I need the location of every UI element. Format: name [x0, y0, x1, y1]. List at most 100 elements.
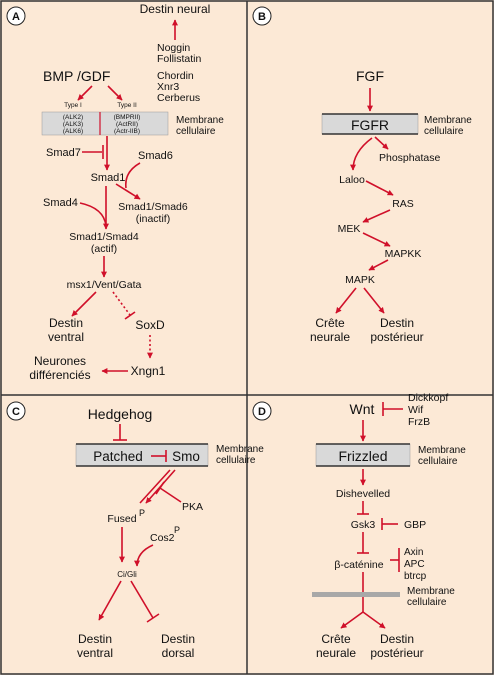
arrow-smad1-to-smad1-smad6 — [115, 183, 141, 200]
posterieur-d-1: Destin — [380, 632, 414, 646]
crete-d-1: Crête — [321, 632, 351, 646]
destin-ventral-a-2: ventral — [48, 330, 84, 344]
posterieur-b-1: Destin — [380, 316, 414, 330]
arrow-to-mapk — [368, 259, 389, 271]
receptor-actrii: (ActRII) — [116, 121, 138, 128]
inhibitor-cerberus: Cerberus — [157, 92, 200, 104]
wnt-inhibitor-wif: Wif — [408, 404, 423, 416]
posterieur-b-2: postérieur — [370, 330, 423, 344]
membrane-d2-label-1: Membrane — [407, 586, 455, 597]
gbp-label: GBP — [404, 519, 426, 531]
beta-catenine-label: β-caténine — [334, 559, 383, 571]
fgf-label: FGF — [356, 68, 384, 84]
panel-c-letter: C — [12, 406, 20, 418]
receptor-alk6: (ALK6) — [63, 128, 83, 135]
type1-label: Type I — [64, 102, 82, 109]
membrane-d-label-1: Membrane — [418, 445, 466, 456]
membrane-d2-label-2: cellulaire — [407, 597, 447, 608]
smo-label: Smo — [172, 449, 200, 464]
arrow-smo-to-fused-2 — [139, 469, 171, 504]
wnt-inhibitor-dickkopf: Dickkopf — [408, 392, 448, 404]
arrow-to-type2 — [107, 85, 123, 101]
smad1-smad6-label: Smad1/Smad6 — [118, 201, 188, 213]
membrane-d-label-2: cellulaire — [418, 456, 458, 467]
smad1-label: Smad1 — [91, 172, 126, 184]
smad6-binding-arc — [124, 162, 141, 189]
inhibitor-chordin: Chordin — [157, 70, 194, 82]
membrane-a-label-2: cellulaire — [176, 126, 216, 137]
arrow-to-crete-d — [340, 611, 364, 629]
receptor-alk3: (ALK3) — [63, 121, 83, 128]
bmp-inhibitors-list: Noggin Follistatin Chordin Xnr3 Cerberus — [157, 42, 202, 104]
panel-d-letter: D — [258, 406, 266, 418]
patched-label: Patched — [93, 449, 143, 464]
membrane-b-label-2: cellulaire — [424, 126, 464, 137]
panel-c-hedgehog: C Hedgehog Patched Smo Membrane cellulai… — [6, 401, 264, 660]
destin-neural-label: Destin neural — [140, 2, 211, 16]
cigli-label: Ci/Gli — [117, 570, 137, 579]
membrane-c-label-1: Membrane — [216, 444, 264, 455]
pka-label: PKA — [182, 501, 203, 513]
membrane-a-label-1: Membrane — [176, 115, 224, 126]
panel-b-letter: B — [258, 11, 266, 23]
destin-ventral-a-1: Destin — [49, 316, 83, 330]
panel-d-wnt: D Wnt Dickkopf Wif FrzB Frizzled Membran… — [252, 392, 466, 660]
complex-btrcp: btrcp — [404, 571, 427, 582]
target-genes-label: msx1/Vent/Gata — [67, 279, 142, 291]
fused-phospho: P — [139, 508, 145, 518]
inhibition-to-destin-dorsal — [130, 580, 154, 619]
panel-b-fgf: B FGF FGFR Membrane cellulaire Phosphata… — [252, 6, 472, 344]
destin-dorsal-1: Destin — [161, 632, 195, 646]
arrow-to-posterieur-d — [362, 611, 386, 629]
gsk3-label: Gsk3 — [351, 519, 376, 531]
smad7-label: Smad7 — [46, 147, 81, 159]
wnt-label: Wnt — [350, 401, 375, 417]
cos2-label: Cos2 — [150, 532, 175, 544]
soxd-label: SoxD — [135, 318, 165, 332]
arrow-to-crete-b — [335, 287, 357, 314]
receptor-actriib: (Actr-IIB) — [114, 128, 140, 135]
arrow-to-destin-ventral-c — [98, 580, 122, 621]
fgfr-label: FGFR — [351, 117, 389, 133]
arrow-to-ras — [365, 180, 394, 196]
inhibitor-xnr3: Xnr3 — [157, 81, 179, 93]
fused-label: Fused — [107, 513, 136, 525]
type2-label: Type II — [117, 102, 137, 109]
ras-label: RAS — [392, 198, 414, 210]
crete-b-2: neurale — [310, 330, 350, 344]
arrow-to-type1 — [77, 85, 93, 101]
smad6-label: Smad6 — [138, 150, 173, 162]
panel-a-letter: A — [12, 11, 20, 23]
arrow-to-mapkk — [362, 232, 391, 247]
smad1-smad4-state: (actif) — [91, 243, 117, 255]
inhibitor-follistatin: Follistatin — [157, 53, 202, 65]
pka-inhibition — [159, 487, 182, 503]
smad1-smad6-state: (inactif) — [136, 213, 170, 225]
mek-label: MEK — [338, 223, 361, 235]
receptor-bmprii: (BMPRII) — [114, 114, 141, 121]
cos2-phospho: P — [174, 525, 180, 535]
smad1-smad4-label: Smad1/Smad4 — [69, 231, 139, 243]
panel-a-bmp: A Destin neural Noggin Follistatin Chord… — [6, 2, 224, 382]
mapkk-label: MAPKK — [385, 248, 422, 260]
posterieur-d-2: postérieur — [370, 646, 423, 660]
phosphatase-label: Phosphatase — [379, 152, 440, 164]
arrow-to-phosphatase — [374, 136, 389, 150]
neurones-label-2: différenciés — [29, 368, 90, 382]
membrane-c-label-2: cellulaire — [216, 455, 256, 466]
arrow-to-laloo — [350, 137, 373, 171]
xngn1-label: Xngn1 — [131, 364, 166, 378]
bmp-gdf-ligands: BMP /GDF — [43, 68, 110, 84]
inhibitor-noggin: Noggin — [157, 42, 190, 54]
frizzled-label: Frizzled — [338, 448, 387, 464]
dishevelled-label: Dishevelled — [336, 488, 390, 500]
wnt-inhibitor-frzb: FrzB — [408, 416, 430, 428]
arrow-to-mek — [362, 209, 391, 223]
mapk-label: MAPK — [345, 274, 375, 286]
arrow-cos2-to-cigli — [134, 544, 154, 567]
destin-dorsal-2: dorsal — [162, 646, 195, 660]
neurones-label-1: Neurones — [34, 354, 86, 368]
complex-apc: APC — [404, 559, 425, 570]
nuclear-membrane-d — [312, 592, 400, 597]
